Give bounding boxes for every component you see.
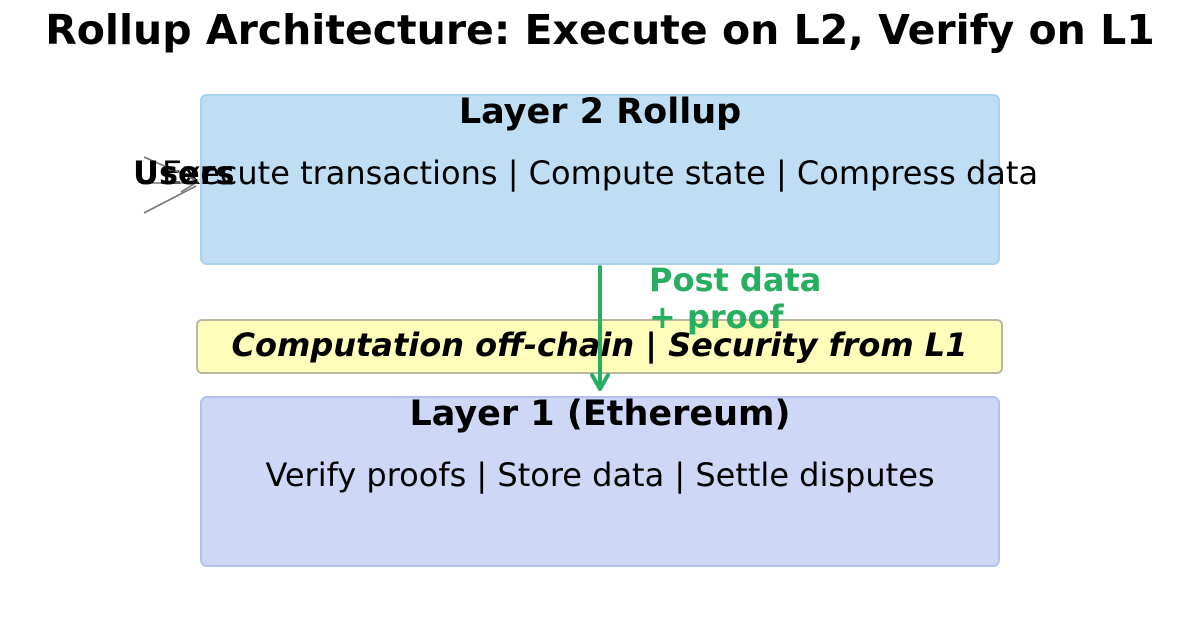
users-label: Users	[133, 154, 235, 192]
layer2-box	[200, 94, 1000, 265]
layer2-heading: Layer 2 Rollup	[458, 92, 742, 132]
layer1-detail: Verify proofs | Store data | Settle disp…	[265, 456, 935, 494]
layer2-detail: Execute transactions | Compute state | C…	[161, 154, 1039, 192]
post-data-line1: Post data	[649, 261, 822, 299]
summary-banner-text: Computation off-chain | Security from L1	[231, 326, 968, 364]
layer1-box	[200, 396, 1000, 567]
layer1-heading: Layer 1 (Ethereum)	[409, 394, 791, 434]
diagram-title: Rollup Architecture: Execute on L2, Veri…	[45, 6, 1155, 54]
post-data-line2: + proof	[649, 298, 784, 336]
post-data-label: Post data + proof	[649, 262, 821, 336]
